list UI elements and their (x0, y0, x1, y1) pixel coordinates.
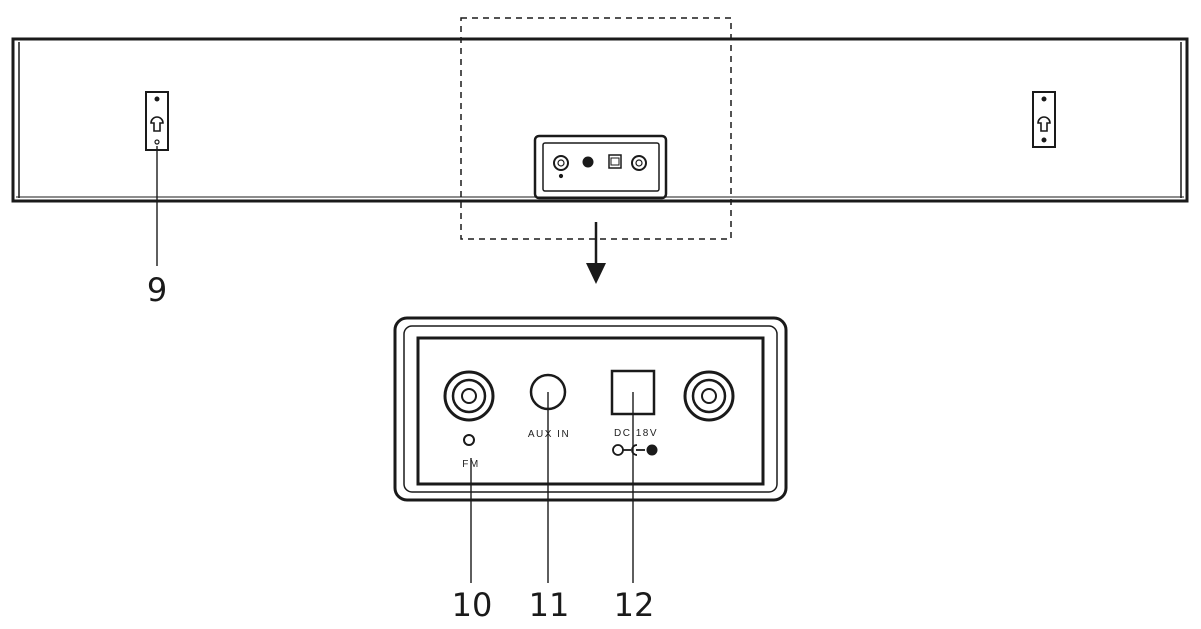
dc-label: DC 18V (614, 428, 658, 439)
connector-panel-enlarged (393, 316, 788, 502)
callout-9: 9 (147, 271, 167, 309)
right-screw-jack (683, 370, 735, 422)
callout-11: 11 (529, 586, 570, 624)
leader-lines (156, 146, 634, 583)
dc-polarity-icon (612, 444, 658, 456)
soundbar-body (11, 37, 1189, 203)
callout-10: 10 (452, 586, 493, 624)
wall-mount-bracket-right (1032, 91, 1056, 148)
zoom-highlight-box (460, 17, 732, 240)
wall-mount-bracket-left (145, 91, 169, 151)
connector-panel-small (533, 134, 668, 200)
fm-antenna-jack (443, 370, 495, 446)
callout-12: 12 (614, 586, 655, 624)
fm-label: FM (462, 459, 479, 470)
dc-power-socket (610, 369, 658, 456)
aux-in-label: AUX IN (528, 429, 570, 440)
zoom-arrow (586, 222, 606, 284)
soundbar-rear-view (11, 17, 1189, 240)
